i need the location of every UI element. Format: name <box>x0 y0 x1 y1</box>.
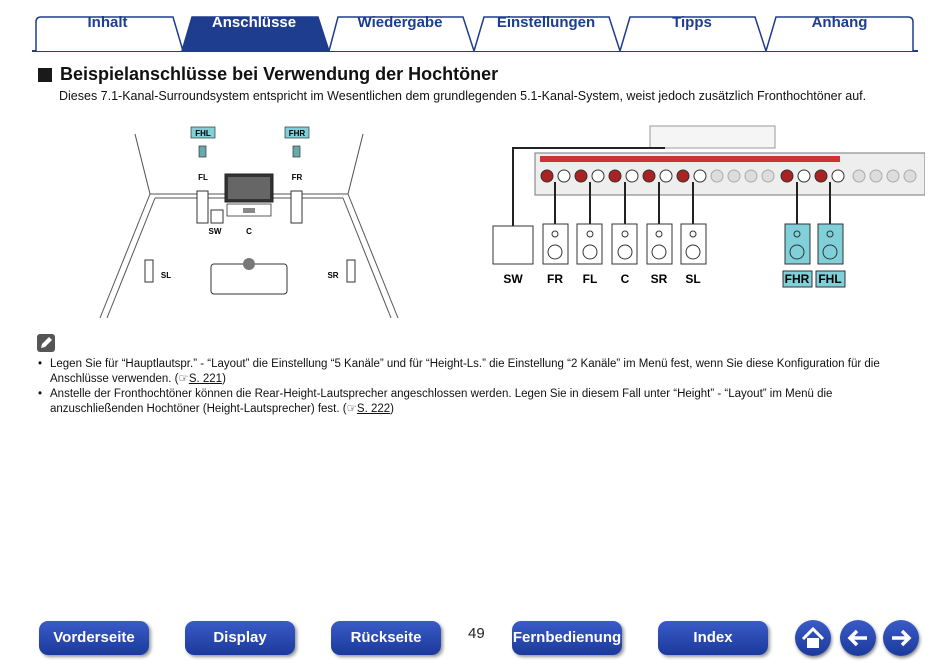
tab-einstellungen[interactable]: Einstellungen <box>496 14 596 31</box>
section-title: Beispielanschlüsse bei Verwendung der Ho… <box>60 64 499 84</box>
heading-square-icon <box>38 67 52 82</box>
wire-label-fr: FR <box>547 272 563 286</box>
subwoofer-icon <box>210 209 224 224</box>
tab-anschluesse[interactable]: Anschlüsse <box>211 14 297 31</box>
room-layout-diagram: FHL FHR FL FR SW C SL SR <box>99 126 399 319</box>
tab-inhalt[interactable]: Inhalt <box>87 14 128 31</box>
speaker-terminals <box>540 169 917 183</box>
wiring-diagram: SW FR FL C SR SL FHR FHL <box>492 125 925 288</box>
tab-shapes <box>32 16 918 52</box>
intro-text: Dieses 7.1-Kanal-Surroundsystem entspric… <box>59 89 867 103</box>
sw-speaker-icon <box>492 225 534 265</box>
sl-speaker-icon <box>144 259 154 283</box>
room-label-fhl: FHL <box>195 129 211 138</box>
tab-bar: Inhalt Anschlüsse Wiedergabe Einstellung… <box>0 0 950 55</box>
note-bullet: • <box>38 388 43 400</box>
arrow-left-icon <box>847 629 867 647</box>
note-item-1: • Legen Sie für “Hauptlautspr.” - “Layou… <box>38 358 880 385</box>
nav-display-button[interactable]: Display <box>185 621 295 655</box>
fl-speaker-icon <box>196 190 209 224</box>
section-heading: Beispielanschlüsse bei Verwendung der Ho… <box>38 64 498 85</box>
hand-pointer-icon: ☞ <box>178 373 189 385</box>
wire-label-fl: FL <box>583 272 598 286</box>
note-bullet: • <box>38 358 43 370</box>
nav-fernbedienung-button[interactable]: Fernbedienung <box>512 621 622 655</box>
back-button[interactable] <box>840 620 876 656</box>
note-pencil-icon <box>37 334 55 352</box>
wire-label-sw: SW <box>503 272 523 286</box>
room-label-sl: SL <box>161 271 171 280</box>
note-ref-link-2[interactable]: S. 222 <box>356 403 391 415</box>
wire-label-c: C <box>621 272 630 286</box>
note-item-2: • Anstelle der Fronthochtöner können die… <box>38 388 833 415</box>
receiver-top-icon <box>649 125 776 149</box>
fhr-speaker-icon <box>292 145 301 158</box>
tab-wiedergabe[interactable]: Wiedergabe <box>357 14 443 31</box>
room-label-fr: FR <box>292 173 303 182</box>
nav-rueckseite-button[interactable]: Rückseite <box>331 621 441 655</box>
home-button[interactable] <box>795 620 831 656</box>
arrow-right-icon <box>892 629 912 647</box>
fhl-speaker-icon <box>198 145 207 158</box>
nav-vorderseite-button[interactable]: Vorderseite <box>39 621 149 655</box>
sr-speaker-icon <box>346 259 356 283</box>
listener-icon <box>243 258 255 270</box>
speaker-icons <box>542 223 844 265</box>
page-number: 49 <box>468 625 485 642</box>
note-ref-link-1[interactable]: S. 221 <box>188 373 223 385</box>
fr-speaker-icon <box>290 190 303 224</box>
room-label-c: C <box>246 227 252 236</box>
room-label-sw: SW <box>209 227 222 236</box>
tab-tipps[interactable]: Tipps <box>672 14 712 31</box>
room-label-fl: FL <box>198 173 208 182</box>
note-text-1: Legen Sie für “Hauptlautspr.” - “Layout”… <box>50 358 880 385</box>
wire-label-fhr: FHR <box>785 272 810 286</box>
wire-label-sl: SL <box>685 272 700 286</box>
forward-button[interactable] <box>883 620 919 656</box>
wire-label-fhl: FHL <box>818 272 841 286</box>
room-label-fhr: FHR <box>289 129 306 138</box>
nav-index-button[interactable]: Index <box>658 621 768 655</box>
room-label-sr: SR <box>327 271 338 280</box>
note-text-2: Anstelle der Fronthochtöner können die R… <box>50 388 833 415</box>
tab-anhang[interactable]: Anhang <box>811 14 868 31</box>
wire-label-sr: SR <box>651 272 668 286</box>
hand-pointer-icon: ☞ <box>346 403 357 415</box>
home-icon <box>801 626 825 648</box>
